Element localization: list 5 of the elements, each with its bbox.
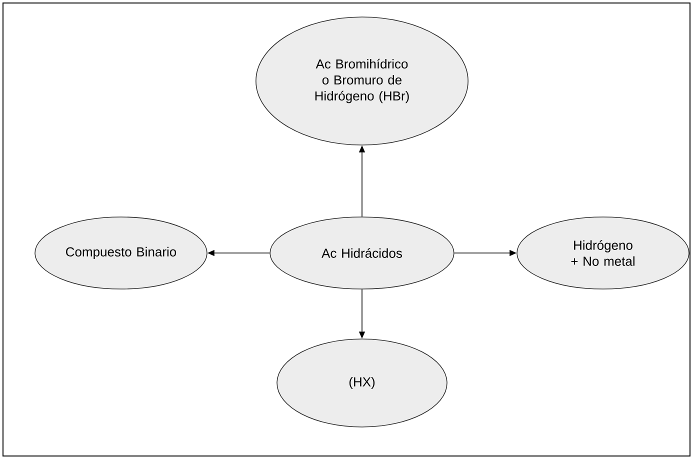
ellipse-node: Compuesto Binario: [34, 216, 208, 290]
ellipse-node: Ac Bromihídrico o Bromuro de Hidrógeno (HBr): [256, 16, 468, 146]
ellipse-node: Ac Hidrácidos: [270, 216, 454, 290]
ellipse-node: (HX): [276, 338, 448, 428]
ellipse-node: Hidrógeno + No metal: [516, 216, 690, 290]
